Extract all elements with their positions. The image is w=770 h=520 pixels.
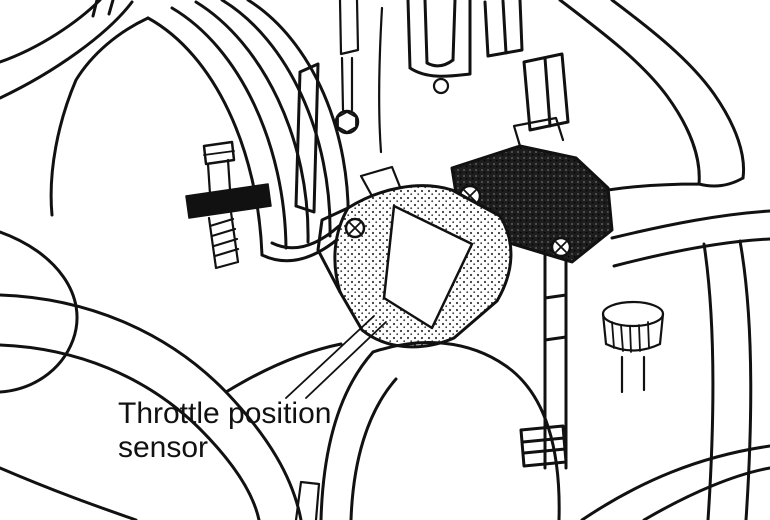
cap-knurling <box>611 321 650 353</box>
left-hose-elbow <box>0 230 79 394</box>
heater-hose-pair <box>610 209 770 268</box>
block-vertical-edges <box>543 166 568 470</box>
corner-hose <box>0 466 138 520</box>
top-engine-fittings <box>294 0 570 214</box>
sensor-left-bracket <box>316 206 350 294</box>
throttle-position-sensor <box>316 165 513 349</box>
label-line-2: sensor <box>118 431 208 464</box>
top-left-panel-lines <box>0 0 134 100</box>
callout-leader-lines <box>285 315 387 399</box>
sensor-highlight <box>382 204 474 330</box>
clamp-screw-threads <box>207 210 240 270</box>
flange-bolt <box>334 109 360 135</box>
side-block <box>522 52 570 132</box>
clamp-bracket <box>185 183 272 219</box>
callout-label: Throttle position sensor <box>118 397 331 464</box>
bottom-fitting <box>294 480 321 520</box>
clamp-screw-shaft <box>206 158 232 196</box>
right-engine-block <box>519 166 770 520</box>
hose-clamp <box>185 140 272 270</box>
lower-right-diagonals <box>580 444 770 520</box>
vertical-pipe <box>702 239 753 520</box>
duct-left-edge <box>49 16 150 217</box>
hose-end-rim <box>606 176 745 192</box>
cap-stem <box>620 355 646 394</box>
air-intake-duct <box>49 0 350 263</box>
label-line-1: Throttle position <box>118 397 331 430</box>
throttle-linkage <box>359 165 402 198</box>
filler-cap <box>601 300 665 394</box>
duct-ribs <box>146 0 350 257</box>
connector-tab <box>512 116 565 148</box>
clevis-pin <box>432 77 450 95</box>
flange-stud <box>340 56 354 112</box>
lower-hoses <box>0 230 561 520</box>
left-big-hose <box>0 293 303 520</box>
clevis-bracket <box>406 0 472 78</box>
top-block <box>483 0 524 58</box>
center-hose <box>319 341 561 520</box>
upper-right-hose <box>558 0 746 192</box>
leader-line <box>285 315 387 399</box>
throttle-flange <box>294 62 320 214</box>
